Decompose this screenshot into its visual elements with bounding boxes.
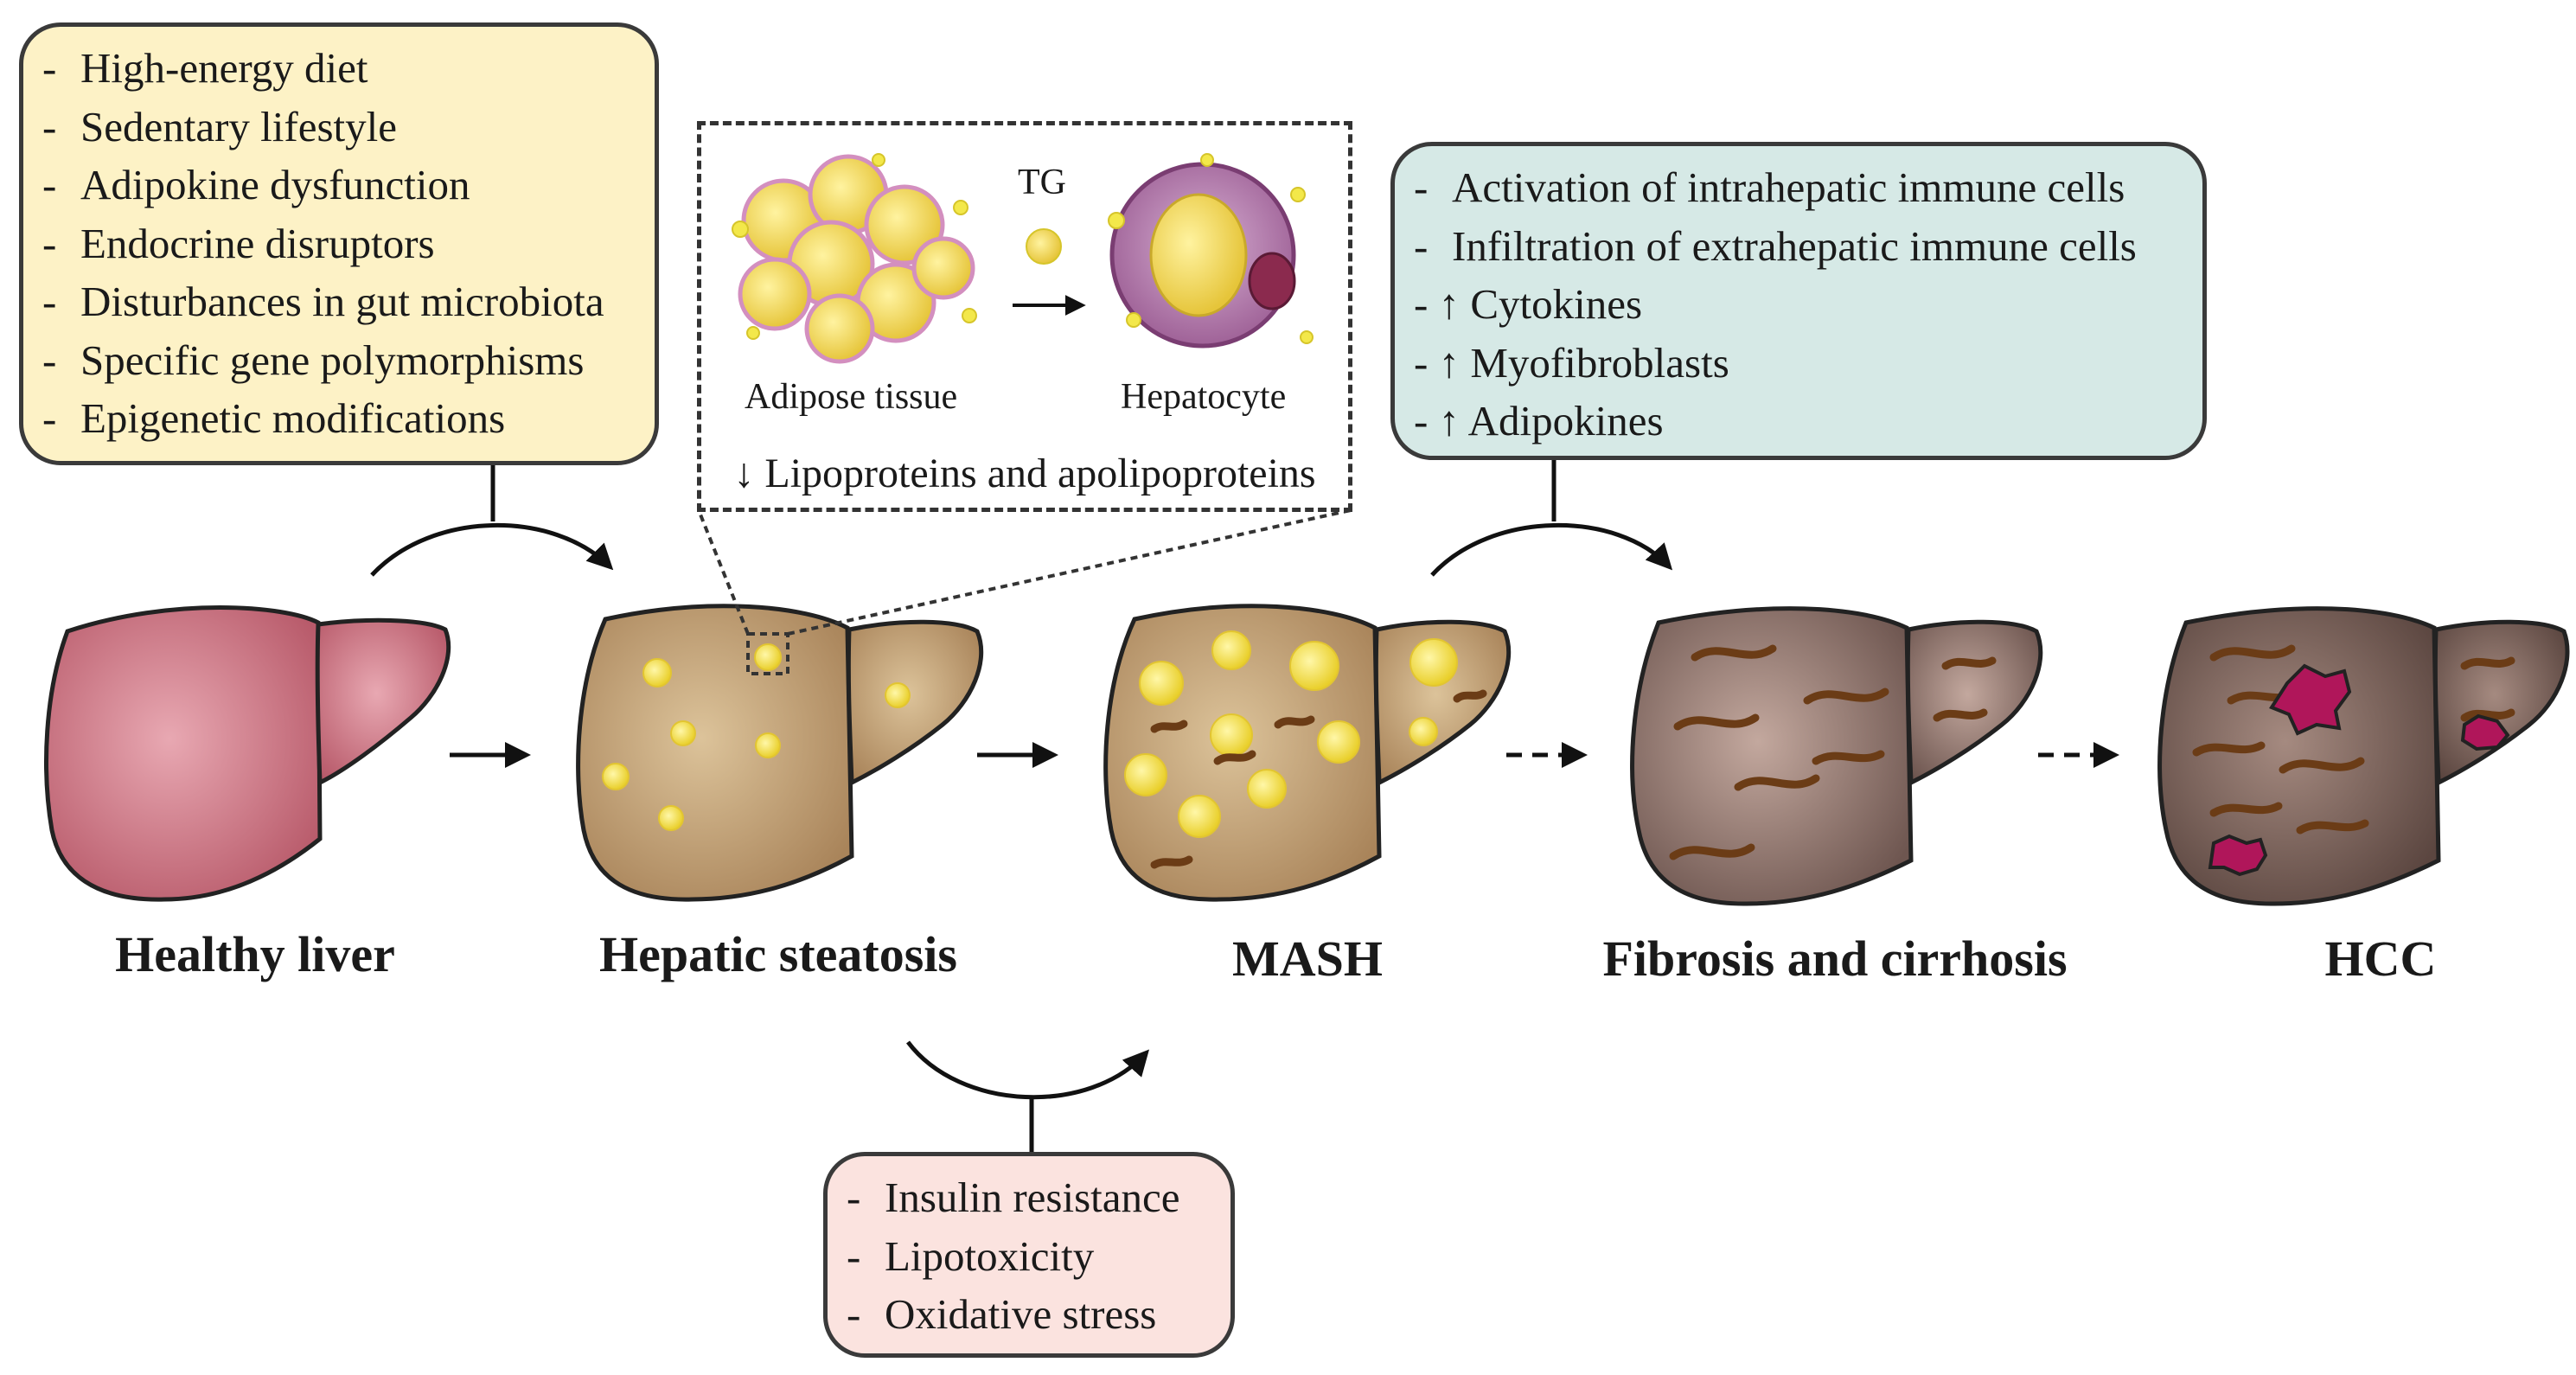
- inset-artwork: [732, 153, 1314, 364]
- lipoproteins-label: ↓ Lipoproteins and apolipoproteins: [733, 451, 1316, 496]
- immune-factor-item: -Activation of intrahepatic immune cells: [1414, 163, 2125, 211]
- immune-factor-item: - ↑ Cytokines: [1414, 280, 1643, 328]
- stage-label-healthy: Healthy liver: [115, 926, 395, 982]
- fibrosis-liver: [1630, 606, 2043, 906]
- risk-factor-item: -Disturbances in gut microbiota: [42, 278, 604, 325]
- immune-curved-arrow: [1430, 522, 1673, 577]
- risk-factors-box: -High-energy diet -Sedentary lifestyle -…: [19, 22, 659, 465]
- metabolic-factor-item: -Insulin resistance: [847, 1174, 1180, 1221]
- hepatocyte-label: Hepatocyte: [1121, 377, 1287, 417]
- metabolic-factors-box: -Insulin resistance -Lipotoxicity -Oxida…: [823, 1152, 1235, 1358]
- scar-marks: [1150, 689, 1487, 869]
- hcc-liver: [2157, 606, 2570, 906]
- fat-droplets: [1124, 630, 1458, 838]
- lipid-transfer-inset: TG Adipose tissue Hepatocyte ↓ Lipoprote…: [697, 121, 1352, 512]
- risk-factor-item: -Sedentary lifestyle: [42, 102, 398, 150]
- fat-droplets: [602, 643, 911, 831]
- zoom-region-box: [746, 632, 789, 675]
- immune-factors-box: -Activation of intrahepatic immune cells…: [1390, 142, 2207, 460]
- stage-label-fibrosis: Fibrosis and cirrhosis: [1602, 931, 2068, 987]
- healthy-liver: [44, 605, 451, 902]
- risk-factor-item: -High-energy diet: [42, 44, 368, 92]
- tumor-nodules: [2208, 663, 2510, 877]
- stage-label-hcc: HCC: [2324, 931, 2437, 987]
- stage-label-mash: MASH: [1232, 931, 1383, 987]
- immune-factor-item: -Infiltration of extrahepatic immune cel…: [1414, 221, 2137, 270]
- metabolic-factor-item: -Lipotoxicity: [847, 1231, 1095, 1280]
- tg-droplet: [1026, 228, 1062, 265]
- immune-factor-item: - ↑ Myofibroblasts: [1414, 338, 1729, 387]
- scar-marks: [2192, 644, 2515, 835]
- curved-arrows: [370, 460, 1673, 1152]
- immune-factor-item: - ↑ Adipokines: [1414, 397, 1664, 444]
- risk-factor-item: -Adipokine dysfunction: [42, 161, 470, 208]
- stage-label-steatosis: Hepatic steatosis: [599, 926, 957, 982]
- metabolic-factor-item: -Oxidative stress: [847, 1290, 1157, 1338]
- risk-factor-item: -Epigenetic modifications: [42, 394, 506, 442]
- mash-liver: [1103, 604, 1512, 902]
- zoom-connectors: [697, 508, 1352, 636]
- metabolic-curved-arrow: [906, 1040, 1150, 1100]
- adipose-tissue-cluster: [738, 154, 975, 364]
- scar-marks: [1669, 644, 1997, 860]
- hepatocyte-cell: [1109, 162, 1296, 349]
- risk-curved-arrow: [370, 522, 614, 577]
- steatosis-liver: [576, 604, 984, 902]
- risk-factor-item: -Specific gene polymorphisms: [42, 336, 585, 384]
- adipose-tissue-label: Adipose tissue: [745, 377, 958, 417]
- tg-label: TG: [1018, 163, 1066, 202]
- risk-factor-item: -Endocrine disruptors: [42, 219, 435, 267]
